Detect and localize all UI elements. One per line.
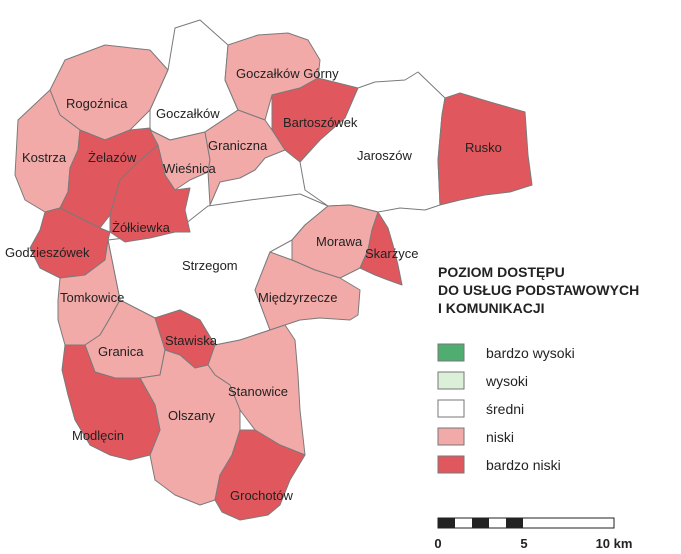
region-jaroszow	[299, 71, 446, 213]
legend-label-bardzo-wysoki: bardzo wysoki	[486, 345, 575, 361]
label-zolkiewka: Żółkiewka	[112, 220, 171, 235]
scale-label-0: 0	[434, 536, 441, 551]
label-graniczna: Graniczna	[208, 138, 268, 153]
scale-label-5: 5	[520, 536, 527, 551]
label-strzegom: Strzegom	[182, 258, 238, 273]
legend-swatch-bardzo-niski	[437, 455, 465, 474]
label-wiesnica: Wieśnica	[163, 161, 217, 176]
label-granica: Granica	[98, 344, 144, 359]
legend-label-wysoki: wysoki	[485, 373, 528, 389]
legend-swatch-sredni	[437, 399, 465, 418]
label-olszany: Olszany	[168, 408, 215, 423]
label-zelazow: Żelazów	[88, 150, 137, 165]
legend-title-line-2: DO USŁUG PODSTAWOWYCH	[438, 282, 639, 298]
label-stanowice: Stanowice	[228, 384, 288, 399]
legend-swatch-bardzo-wysoki	[437, 343, 465, 362]
region-skarzyce	[359, 211, 403, 286]
scale-bar-segment-1	[438, 518, 455, 528]
legend-label-niski: niski	[486, 429, 514, 445]
legend-swatch-wysoki	[437, 371, 465, 390]
label-grochotow: Grochotów	[230, 488, 293, 503]
region-rusko	[437, 92, 533, 206]
scale-label-10-km: 10 km	[596, 536, 633, 551]
scale-bar-frame	[437, 517, 615, 529]
region-modlecin	[61, 344, 161, 461]
label-modlecin: Modlęcin	[72, 428, 124, 443]
legend-title-line-3: I KOMUNIKACJI	[438, 300, 545, 316]
label-kostrza: Kostrza	[22, 150, 67, 165]
label-stawiska: Stawiska	[165, 333, 218, 348]
label-goczalkow-gorny: Goczałków Górny	[236, 66, 339, 81]
region-graniczna	[204, 109, 286, 206]
legend-swatch-niski	[437, 427, 465, 446]
legend: POZIOM DOSTĘPU DO USŁUG PODSTAWOWYCH I K…	[437, 264, 639, 474]
region-grochotow	[214, 429, 306, 521]
legend-label-bardzo-niski: bardzo niski	[486, 457, 561, 473]
label-tomkowice: Tomkowice	[60, 290, 124, 305]
legend-label-sredni: średni	[486, 401, 524, 417]
label-rogoznica: Rogoźnica	[66, 96, 128, 111]
label-skarzyce: Skarżyce	[365, 246, 418, 261]
label-rusko: Rusko	[465, 140, 502, 155]
label-godzieszowek: Godzieszówek	[5, 245, 90, 260]
scale-bar-segment-2	[472, 518, 489, 528]
label-bartoszowek: Bartoszówek	[283, 115, 358, 130]
scale-bar-segment-3	[506, 518, 523, 528]
scale-bar: 0 5 10 km	[434, 517, 633, 551]
legend-title-line-1: POZIOM DOSTĘPU	[438, 264, 565, 280]
label-goczalkow: Goczałków	[156, 106, 220, 121]
label-miedzyrzecze: Międzyrzecze	[258, 290, 337, 305]
region-zolkiewka	[109, 144, 191, 243]
label-morawa: Morawa	[316, 234, 363, 249]
label-jaroszow: Jaroszów	[357, 148, 413, 163]
